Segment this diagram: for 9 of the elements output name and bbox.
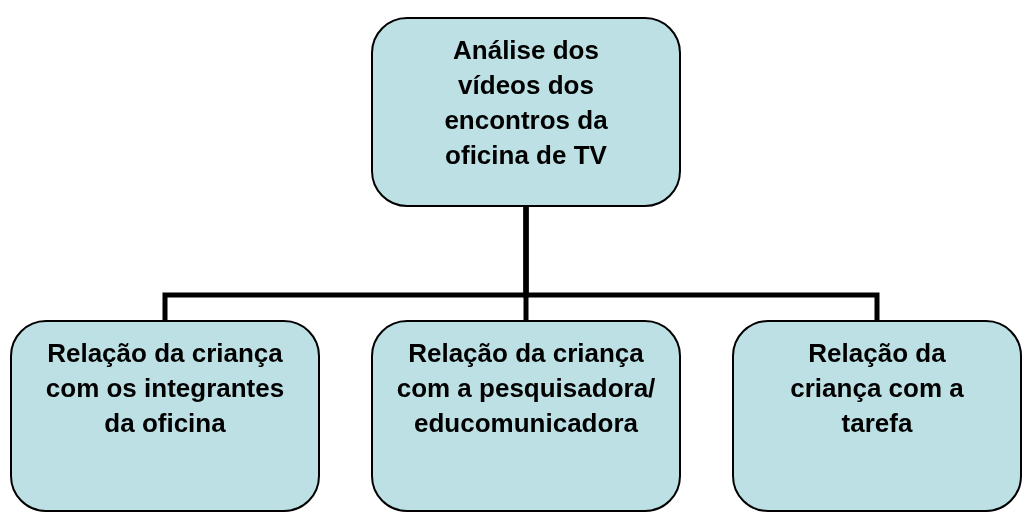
- process-box: [10, 320, 320, 512]
- box-text: Relação da criança com a tarefa: [789, 337, 965, 440]
- connector-line: [523, 207, 880, 320]
- process-box: [371, 17, 681, 207]
- box-text: Análise dos vídeos dos encontros da oficina de TV: [443, 34, 609, 172]
- process-box: [732, 320, 1022, 512]
- process-box: [371, 320, 681, 512]
- box-text: Relação da criança com a pesquisadora/ educomunicadora: [395, 337, 657, 440]
- box-text: Relação da criança com os integrantes da oficina: [44, 337, 286, 440]
